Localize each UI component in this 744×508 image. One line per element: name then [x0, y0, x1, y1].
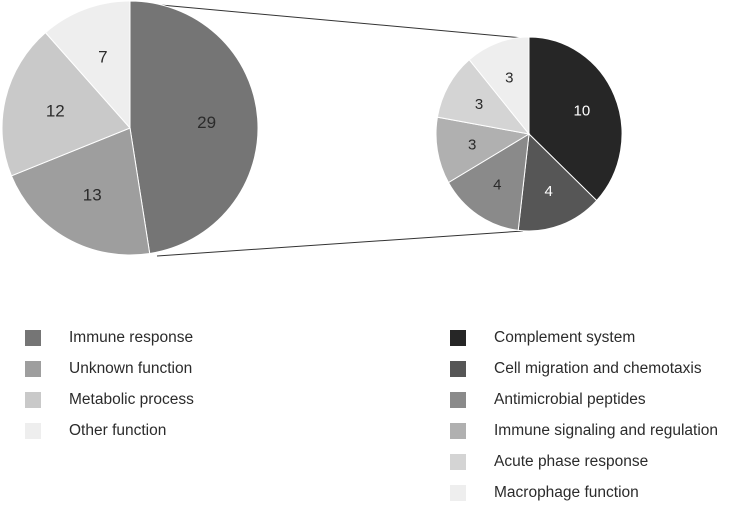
pie-slice: [44, 0, 131, 130]
legend-color-swatch: [450, 422, 466, 439]
legend-item[interactable]: Other function: [25, 415, 355, 446]
legend-item[interactable]: Acute phase response: [450, 446, 744, 477]
slice-value-label: 4: [545, 183, 553, 200]
slice-value-label: 12: [46, 101, 65, 120]
legend-item[interactable]: Unknown function: [25, 353, 355, 384]
legend-color-swatch: [25, 360, 41, 377]
slice-value-label: 13: [83, 185, 102, 204]
slice-value-label: 3: [475, 96, 483, 113]
legend-color-swatch: [450, 360, 466, 377]
legend-item[interactable]: Macrophage function: [450, 477, 744, 508]
legend-item[interactable]: Complement system: [450, 322, 744, 353]
legend-item[interactable]: Cell migration and chemotaxis: [450, 353, 744, 384]
legend-item-label: Unknown function: [69, 359, 193, 377]
legend-item[interactable]: Immune signaling and regulation: [450, 415, 744, 446]
slice-value-label: 7: [98, 48, 107, 67]
legend-item-label: Complement system: [494, 328, 636, 346]
legend-color-swatch: [450, 391, 466, 408]
legend-color-swatch: [25, 329, 41, 346]
legend-item-label: Metabolic process: [69, 390, 194, 408]
legend-color-swatch: [25, 422, 41, 439]
legend-item[interactable]: Metabolic process: [25, 384, 355, 415]
pie-slice: [528, 36, 623, 202]
legend-color-swatch: [450, 453, 466, 470]
legend-item-label: Acute phase response: [494, 452, 649, 470]
pie-slice: [1, 31, 131, 177]
legend-color-swatch: [450, 484, 466, 501]
explode-connector-line: [156, 230, 524, 257]
legend-item-label: Cell migration and chemotaxis: [494, 359, 702, 377]
slice-value-label: 3: [505, 70, 513, 87]
pie-slice: [436, 58, 531, 135]
pie-slice: [435, 116, 531, 184]
legend-item[interactable]: Antimicrobial peptides: [450, 384, 744, 415]
legend-item-label: Immune signaling and regulation: [494, 421, 719, 439]
legend-color-swatch: [25, 391, 41, 408]
main-pie-chart: 29 13 12 7: [1, 0, 259, 256]
explode-connector-line: [127, 1, 524, 39]
slice-value-label: 4: [493, 177, 501, 194]
legend-item-label: Antimicrobial peptides: [494, 390, 646, 408]
exploded-pie-chart: 10 4 4 3 3 3: [435, 36, 623, 232]
pie-slice: [517, 132, 598, 232]
legend-item[interactable]: Immune response: [25, 322, 355, 353]
slice-value-label: 29: [197, 113, 216, 132]
legend-item-label: Macrophage function: [494, 483, 639, 501]
slice-value-label: 10: [574, 102, 591, 119]
legend-item-label: Other function: [69, 421, 167, 439]
legend-item-label: Immune response: [69, 328, 194, 346]
pie-slice: [10, 127, 151, 256]
slice-value-label: 3: [468, 137, 476, 154]
pie-slice: [447, 133, 530, 231]
connector-lines: [127, 1, 524, 257]
legend-color-swatch: [450, 329, 466, 346]
pie-slice: [468, 36, 530, 136]
pie-slice: [129, 0, 259, 255]
